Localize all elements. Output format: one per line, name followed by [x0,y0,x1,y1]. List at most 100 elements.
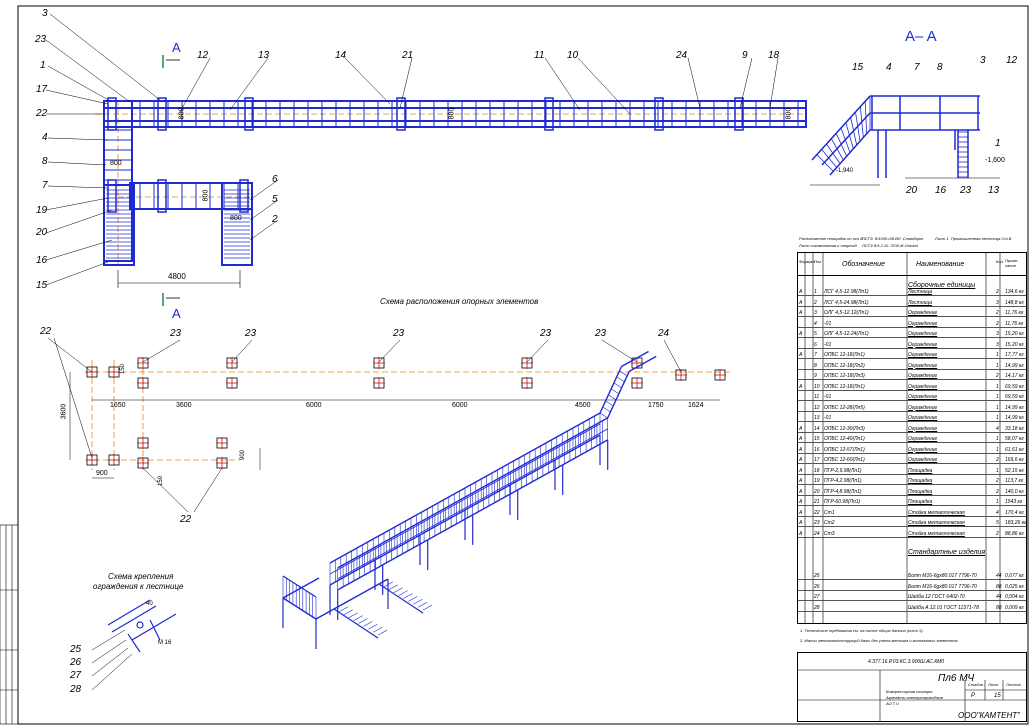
cell-pos: 9 [814,373,817,379]
cell-note: 0,004 кг [1005,594,1024,600]
plan-callout: 11 [534,50,545,61]
cell-qty: 1 [996,467,999,474]
specification-table: Формат Поз. Обозначение Наименование Кол… [797,252,1027,624]
cell-pos: 12 [814,404,820,411]
scheme-dim: 3600 [176,402,192,409]
cell-fmt: А [799,488,803,495]
sheet-value: 15 [994,693,1001,699]
cell-qty: 88 [996,583,1002,590]
plan-callout: 21 [402,50,414,61]
cell-note: 11,76 кг [1005,310,1024,316]
cell-qty: 2 [996,530,999,537]
cell-pos: 5 [814,331,817,337]
note: ЛСТЭ 8/3.2.10. ПСВ.Ж.Отопл [862,243,918,248]
cell-note: 148,8 кг [1005,299,1024,306]
cell-note: 52,15 кг [1005,467,1024,474]
title-block-grid [797,669,1027,722]
cell-pos: 2 [814,299,817,306]
scheme-dim: 1650 [110,402,126,409]
scheme-callout: 23 [245,328,257,339]
table-section-assemblies: Сборочные единицы [908,282,976,289]
plan-dim-total: 4800 [168,272,186,281]
railing-title: Схема крепления [108,572,174,581]
cell-name: Ограждение [908,446,938,453]
cell-qty: 2 [996,373,999,379]
isometric-view [282,350,657,649]
cell-qty: 2 [996,488,999,495]
cell-pos: 27 [814,594,820,600]
cell-des: ОПБС 12-18(Лп3) [824,373,865,379]
cell-qty: 2 [996,478,999,484]
section-elev: -1,940 [836,168,854,174]
cell-pos: 13 [814,415,820,421]
cell-qty: 3 [996,341,999,348]
cell-qty: 1 [996,383,999,390]
plan-dim: 800 [448,107,456,120]
plan-callout: 23 [35,34,47,45]
cell-fmt: А [799,520,803,526]
note: Расположение площадок по оси В [799,236,863,241]
callout-leaders [45,13,779,286]
cell-name: Ограждение [908,320,938,327]
plan-callout: 22 [36,108,48,119]
cell-pos: 11 [814,394,820,400]
cell-qty: 1 [996,446,999,453]
section-callout: 15 [852,62,864,73]
plan-dim: 800 [785,107,793,120]
cell-fmt: А [799,467,803,474]
cell-name: Болт М16-6gx80.017 7796-70 [908,573,977,579]
cell-note: 169,6 кг [1005,457,1024,463]
cell-pos: 20 [814,488,820,495]
section-title: A– A [905,28,937,45]
cell-note: 1543 кг [1005,499,1023,505]
section-callout: 3 [980,55,986,66]
cell-qty: 88 [996,604,1002,611]
plan-callout: 24 [676,50,688,61]
cell-name: Ограждение [908,383,938,390]
cell-note: 33,18 кг [1005,425,1024,432]
cell-fmt: А [799,499,803,505]
cell-name: Шайба 12 ГОСТ 6402-70 [908,594,965,600]
title-block: 4.377.16.Р.03.КС.3.900Ш.АС.КМ0 Пл6 МЧ Ко… [797,652,1027,722]
cell-pos: 17 [814,457,820,463]
plan-dim: 800 [202,189,210,202]
cell-qty: 1 [996,499,999,505]
cell-note: 14,99 кг [1005,415,1024,421]
plan-dim: 800 [230,215,242,222]
cell-fmt: А [799,299,803,306]
cell-qty: 2 [996,310,999,316]
section-view [810,95,1000,186]
cell-des: ОЛГ 4,5-12.12(Лп1) [824,310,869,316]
plan-callout: 3 [42,8,48,19]
cell-des: ОПБС 12-18(Лп1) [824,352,865,358]
scheme-dim: 150 [120,363,127,375]
cell-des: ОПБС 12-18(Лп1) [824,383,865,390]
cell-des: -01 [824,415,832,421]
support-scheme-title: Схема расположения опорных элементов [380,297,539,306]
scheme-dim: 150 [158,475,165,487]
cell-pos: 21 [814,499,820,505]
plan-callout: 18 [768,50,780,61]
cell-des: ПГР-4,2.98(Лп1) [824,478,862,484]
plan-callout: 2 [272,214,278,225]
header-designation: Обозначение [842,261,885,268]
plan-view [45,13,807,306]
railing-dim: 40 [146,601,153,607]
cell-fmt: А [799,530,803,537]
cell-note: 15,20 кг [1005,341,1024,348]
project-desc: Компрессорная станция [886,689,933,694]
cell-name: Ограждение [908,425,938,432]
deck-joists [104,101,799,209]
section-mark-bottom: A [172,306,181,321]
cell-pos: 4 [814,320,817,327]
cell-note: 0,025 кг [1005,583,1024,590]
drawing-title: Пл6 МЧ [938,673,975,684]
cell-note: 88,86 кг [1005,530,1024,537]
